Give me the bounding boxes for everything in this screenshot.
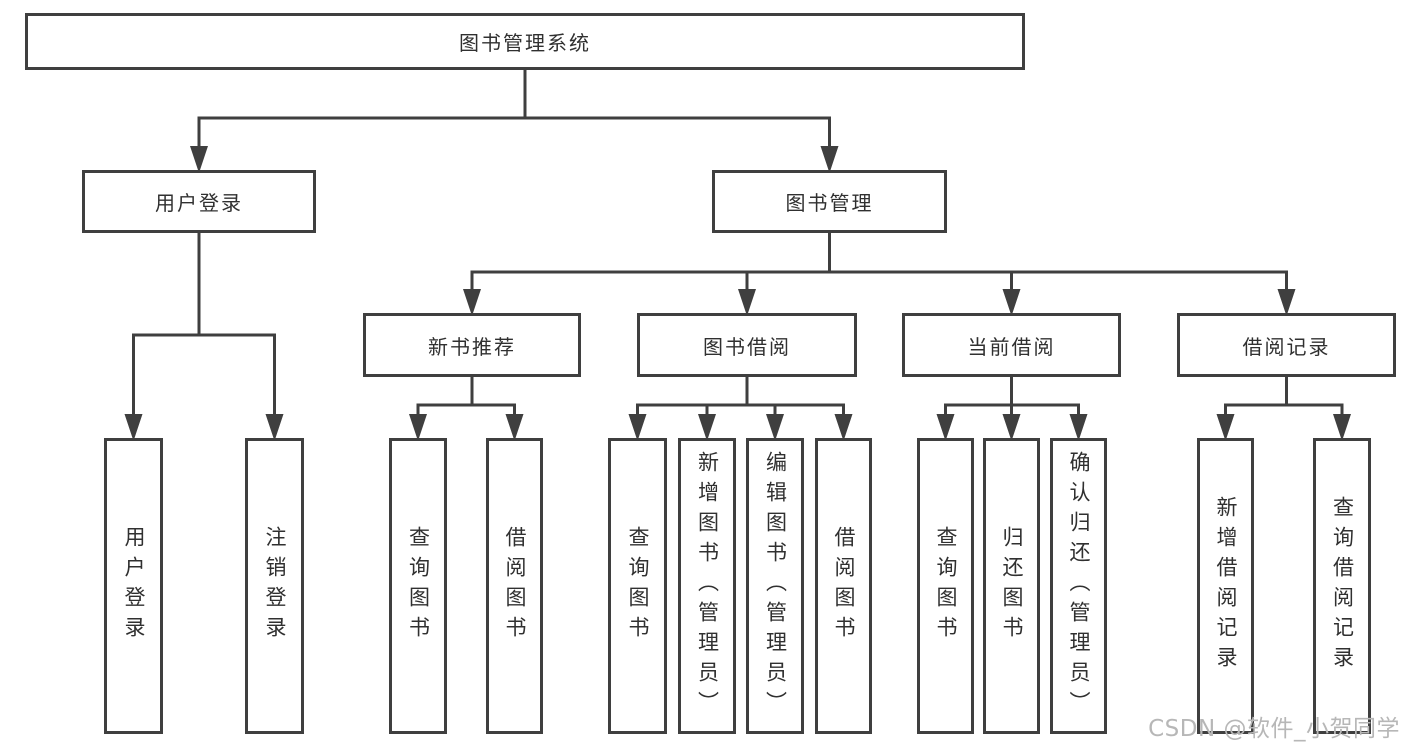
tree-node-label: 新增借阅记录 <box>1214 496 1238 676</box>
arrowhead-icon <box>738 289 756 316</box>
tree-node-label: 查询图书 <box>406 526 431 646</box>
arrowhead-icon <box>936 414 955 441</box>
tree-node-label: 注销登录 <box>263 526 287 646</box>
watermark: CSDN @软件_小贺同学 <box>1148 716 1400 742</box>
arrowhead-icon <box>698 414 716 441</box>
tree-node-label: 查询借阅记录 <box>1330 496 1355 676</box>
tree-node-label: 查询图书 <box>934 526 958 646</box>
tree-node-new-book-rec: 新书推荐 <box>363 313 581 377</box>
arrowhead-icon <box>834 414 853 441</box>
arrowhead-icon <box>265 414 284 441</box>
arrowhead-icon <box>505 414 524 441</box>
arrowhead-icon <box>1069 414 1088 441</box>
tree-node-label: 用户登录 <box>155 191 243 215</box>
tree-node-bb-borrow-book: 借阅图书 <box>815 438 872 734</box>
tree-node-label: 用户登录 <box>122 526 146 646</box>
tree-node-bb-add-book: 新增图书（管理员） <box>678 438 736 734</box>
tree-node-br-add-record: 新增借阅记录 <box>1197 438 1254 734</box>
tree-node-borrow-records: 借阅记录 <box>1177 313 1396 377</box>
tree-node-label: 查询图书 <box>626 526 650 646</box>
arrowhead-icon <box>628 414 647 441</box>
tree-node-login: 用户登录 <box>104 438 163 734</box>
tree-node-cb-return-book: 归还图书 <box>983 438 1040 734</box>
tree-node-label: 当前借阅 <box>967 334 1056 359</box>
tree-node-bb-edit-book: 编辑图书（管理员） <box>746 438 804 734</box>
tree-node-nbr-query-book: 查询图书 <box>389 438 447 734</box>
arrowhead-icon <box>409 414 427 441</box>
tree-node-bb-query-book: 查询图书 <box>608 438 667 734</box>
tree-node-current-borrow: 当前借阅 <box>902 313 1121 377</box>
tree-node-label: 归还图书 <box>1000 526 1024 646</box>
arrowhead-icon <box>1277 289 1296 316</box>
tree-node-label: 图书借阅 <box>703 334 791 359</box>
tree-node-cb-query-book: 查询图书 <box>917 438 974 734</box>
tree-node-label: 编辑图书（管理员） <box>763 451 788 721</box>
arrowhead-icon <box>190 146 208 173</box>
tree-node-label: 确认归还（管理员） <box>1067 451 1091 721</box>
tree-node-label: 新增图书（管理员） <box>695 451 720 721</box>
arrowhead-icon <box>1216 414 1235 441</box>
arrowhead-icon <box>124 414 143 441</box>
tree-node-book-borrow: 图书借阅 <box>637 313 857 377</box>
tree-node-book-mgmt: 图书管理 <box>712 170 947 233</box>
tree-node-nbr-borrow-book: 借阅图书 <box>486 438 543 734</box>
tree-node-br-query-record: 查询借阅记录 <box>1313 438 1371 734</box>
tree-node-root: 图书管理系统 <box>25 13 1025 70</box>
tree-node-label: 借阅记录 <box>1242 334 1331 359</box>
arrowhead-icon <box>766 414 784 441</box>
arrowhead-icon <box>820 146 839 173</box>
tree-node-label: 图书管理系统 <box>459 31 591 55</box>
tree-node-cb-confirm-return: 确认归还（管理员） <box>1050 438 1107 734</box>
tree-node-logout: 注销登录 <box>245 438 304 734</box>
tree-node-user-login: 用户登录 <box>82 170 316 233</box>
arrowhead-icon <box>463 289 481 316</box>
tree-node-label: 图书管理 <box>785 191 874 215</box>
tree-node-label: 借阅图书 <box>503 526 527 646</box>
arrowhead-icon <box>1333 414 1351 441</box>
tree-node-label: 借阅图书 <box>832 526 856 646</box>
tree-node-label: 新书推荐 <box>428 334 516 359</box>
arrowhead-icon <box>1002 289 1021 316</box>
arrowhead-icon <box>1002 414 1021 441</box>
